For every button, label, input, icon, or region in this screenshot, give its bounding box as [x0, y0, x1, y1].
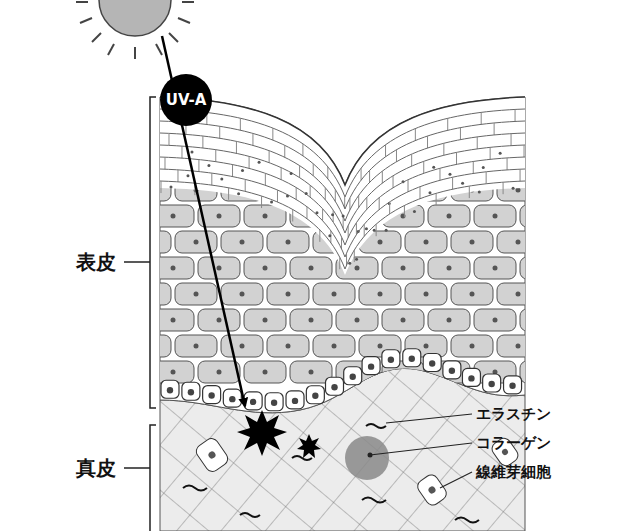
epidermis [160, 97, 525, 413]
epidermis-cells [129, 97, 562, 383]
fibroblasts [194, 436, 521, 508]
damage-star [297, 434, 321, 458]
layer-label: 真皮 [76, 456, 116, 480]
sun [76, 0, 194, 59]
uv-circle: UV-A [160, 74, 213, 127]
layer-label: 表皮 [76, 250, 116, 274]
uv-label: UV-A [166, 91, 207, 109]
basal-cells [160, 349, 525, 413]
part-label: 線維芽細胞 [476, 463, 551, 481]
skin-surface [160, 97, 525, 185]
elastin-fibers [183, 424, 479, 523]
leader-lines [370, 414, 472, 488]
dermis [160, 368, 525, 531]
part-label: エラスチン [476, 405, 551, 423]
collagen-damage [345, 436, 389, 480]
part-label: コラーゲン [476, 434, 551, 452]
damage-star [237, 410, 287, 456]
layer-brackets [124, 97, 156, 531]
leader-dot [368, 453, 373, 458]
uv-ray [162, 36, 245, 406]
